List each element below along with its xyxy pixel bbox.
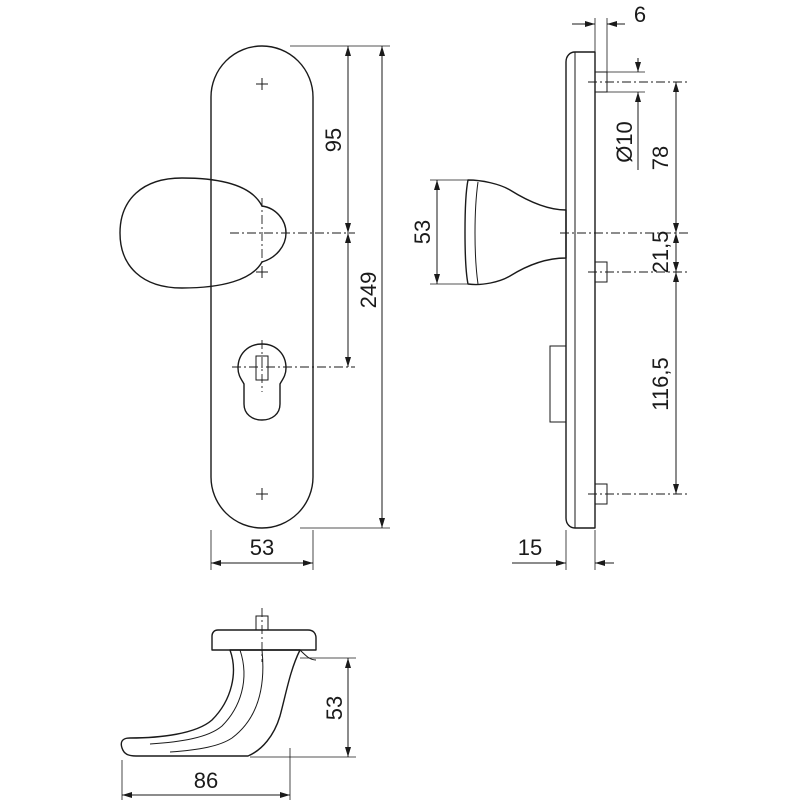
screw-mark-top	[256, 78, 268, 90]
front-view: 53 95 249	[119, 45, 390, 570]
dim-label-lever-height: 53	[322, 696, 347, 720]
dim-knob-to-cylinder	[290, 45, 390, 367]
dim-label-pin-offset: 6	[634, 2, 646, 27]
dim-label-knob-to-cylinder: 95	[321, 128, 346, 152]
side-cylinder-block	[549, 345, 567, 423]
lever-body-outline	[120, 649, 301, 757]
front-plate-outline	[210, 45, 314, 529]
side-knob-outline	[464, 179, 567, 286]
dim-plate-thickness	[512, 530, 614, 570]
side-view: 53 6 Ø10 78	[410, 2, 690, 570]
dim-plate-height	[300, 46, 390, 529]
dim-pin-diameter	[607, 58, 645, 170]
lever-inner-curve-2	[169, 649, 264, 753]
side-knob-face-line	[474, 181, 479, 285]
dim-label-pin-to-pin: 116,5	[648, 357, 673, 410]
dim-label-knob-to-pin: 21,5	[648, 231, 673, 274]
lever-back-edge	[299, 649, 317, 661]
dim-knob-to-pin	[673, 233, 679, 272]
dim-label-knob-diameter: 53	[410, 220, 435, 244]
screw-mark-middle	[256, 266, 268, 278]
cylinder-cutout-outline	[237, 343, 287, 421]
lever-inner-curve-1	[149, 649, 245, 745]
dim-label-plate-thickness: 15	[518, 535, 542, 560]
dim-top-to-knob	[673, 82, 679, 233]
dim-front-plate-width	[210, 530, 314, 570]
dim-pin-to-pin	[673, 272, 679, 494]
dim-knob-diameter	[430, 179, 470, 285]
lever-view: 53 86	[120, 608, 356, 800]
lever-rosette-outline	[211, 629, 317, 651]
dim-label-cylinder-to-knob: 249	[356, 272, 381, 309]
side-plate-outline	[565, 51, 596, 529]
dim-label-top-to-knob: 78	[648, 146, 673, 170]
dim-lever-height	[250, 657, 356, 758]
cylinder-key-slot	[255, 355, 269, 381]
screw-mark-bottom	[256, 488, 268, 500]
front-knob-outline	[119, 177, 287, 289]
dim-label-pin-diameter: Ø10	[612, 121, 637, 163]
dim-label-front-plate-width: 53	[250, 535, 274, 560]
dim-pin-offset	[572, 18, 625, 72]
dim-label-lever-length: 86	[194, 768, 218, 793]
dim-lever-length	[121, 748, 291, 800]
